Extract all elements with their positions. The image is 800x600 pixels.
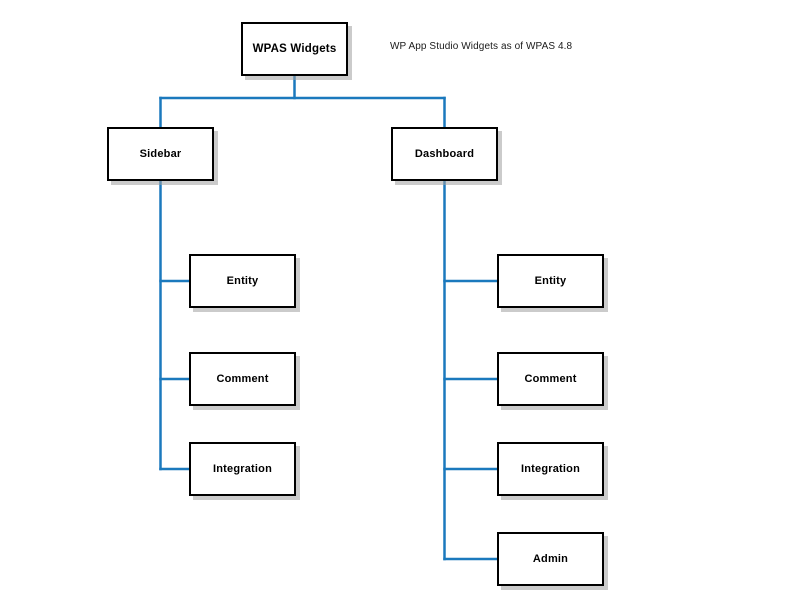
node-label-dashboard-comment: Comment <box>524 372 577 385</box>
node-label-sidebar-comment: Comment <box>216 372 269 385</box>
node-label-dashboard: Dashboard <box>414 147 475 160</box>
node-label-root: WPAS Widgets <box>252 42 337 55</box>
node-dashboard[interactable]: Dashboard <box>391 127 498 181</box>
node-dashboard-admin[interactable]: Admin <box>497 532 604 586</box>
node-label-sidebar-entity: Entity <box>226 274 259 287</box>
node-sidebar-integration[interactable]: Integration <box>189 442 296 496</box>
node-sidebar-entity[interactable]: Entity <box>189 254 296 308</box>
connector-paths <box>159 74 499 561</box>
node-sidebar-comment[interactable]: Comment <box>189 352 296 406</box>
node-label-sidebar: Sidebar <box>139 147 182 160</box>
node-label-sidebar-integration: Integration <box>212 462 273 475</box>
diagram-caption: WP App Studio Widgets as of WPAS 4.8 <box>390 41 573 52</box>
node-label-dashboard-entity: Entity <box>534 274 567 287</box>
node-dashboard-comment[interactable]: Comment <box>497 352 604 406</box>
node-dashboard-entity[interactable]: Entity <box>497 254 604 308</box>
node-label-dashboard-admin: Admin <box>532 552 569 565</box>
node-root[interactable]: WPAS Widgets <box>241 22 348 76</box>
node-sidebar[interactable]: Sidebar <box>107 127 214 181</box>
node-dashboard-integration[interactable]: Integration <box>497 442 604 496</box>
node-label-dashboard-integration: Integration <box>520 462 581 475</box>
